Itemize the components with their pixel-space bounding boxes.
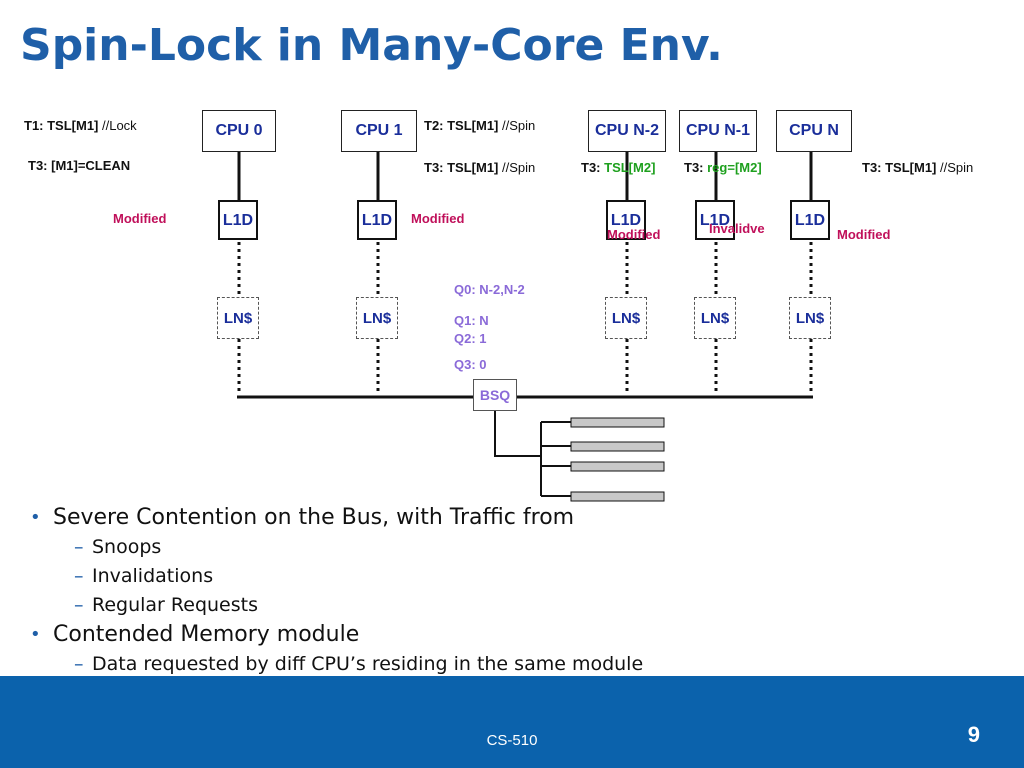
t1-annotation: T1: TSL[M1] //Lock: [24, 118, 137, 133]
memory-module: [570, 491, 665, 502]
memory-module: [570, 441, 665, 452]
sub-bullet-item: –Invalidations: [74, 565, 214, 587]
t3-reg-m2-annotation: T3: reg=[M2]: [684, 160, 762, 175]
queue-q0: Q0: N-2,N-2: [454, 282, 525, 297]
slide-footer: CS-510 9: [0, 676, 1024, 768]
ln-cache-n: LN$: [789, 297, 831, 339]
t3-tsl-m2-annotation: T3: TSL[M2]: [581, 160, 656, 175]
cpun1-state-label: Invalidve: [709, 221, 765, 236]
sub-bullet-item: –Snoops: [74, 536, 162, 558]
ln-cache-n1: LN$: [694, 297, 736, 339]
bsq-memory-link: [494, 411, 541, 457]
ln-cache-1: LN$: [356, 297, 398, 339]
diagram-lines: [237, 152, 813, 502]
cpu-n2-box: CPU N-2: [588, 110, 666, 152]
bullet-item: •Severe Contention on the Bus, with Traf…: [30, 505, 575, 530]
t2-annotation: T2: TSL[M1] //Spin: [424, 118, 536, 133]
l1d-cache-n2: L1D: [606, 200, 646, 240]
l1d-cache-0: L1D: [218, 200, 258, 240]
cpu-n-box: CPU N: [776, 110, 852, 152]
sub-bullet-item: –Data requested by diff CPU’s residing i…: [74, 653, 644, 675]
bullet-list: •Severe Contention on the Bus, with Traf…: [30, 503, 643, 679]
l1d-cache-n1: L1D: [695, 200, 735, 240]
cpun2-state-label: Modified: [607, 227, 661, 242]
t3-spin-cpun-annotation: T3: TSL[M1] //Spin: [862, 160, 974, 175]
slide-title: Spin-Lock in Many-Core Env.: [20, 20, 723, 71]
queue-q3: Q3: 0: [454, 357, 487, 372]
page-number: 9: [967, 722, 980, 747]
bullet-item: •Contended Memory module: [30, 622, 360, 647]
cpu1-state-label: Modified: [411, 211, 465, 226]
ln-cache-n2: LN$: [605, 297, 647, 339]
cpu-n1-box: CPU N-1: [679, 110, 757, 152]
memory-module: [570, 461, 665, 472]
t3-clean-annotation: T3: [M1]=CLEAN: [28, 158, 131, 173]
course-label: CS-510: [486, 732, 538, 749]
queue-q1: Q1: N: [454, 313, 489, 328]
bsq-box: BSQ: [473, 379, 517, 411]
t3-spin-annotation: T3: TSL[M1] //Spin: [424, 160, 536, 175]
l1d-cache-1: L1D: [357, 200, 397, 240]
l1d-cache-n: L1D: [790, 200, 830, 240]
cpu0-state-label: Modified: [113, 211, 167, 226]
sub-bullet-item: –Regular Requests: [74, 594, 258, 616]
cpun-state-label: Modified: [837, 227, 891, 242]
ln-cache-0: LN$: [217, 297, 259, 339]
cpu-1-box: CPU 1: [341, 110, 417, 152]
queue-q2: Q2: 1: [454, 331, 487, 346]
cache-diagram: CPU 0 CPU 1 CPU N-2 CPU N-1 CPU N L1D L1…: [24, 110, 974, 502]
memory-module: [570, 417, 665, 428]
cpu-0-box: CPU 0: [202, 110, 276, 152]
